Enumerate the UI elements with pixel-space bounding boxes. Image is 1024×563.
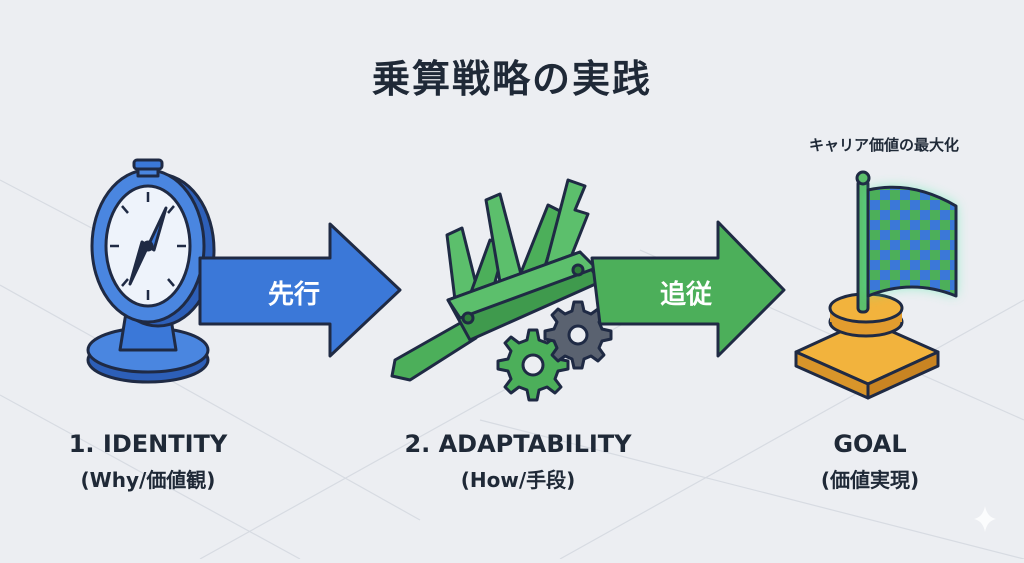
follow-arrow xyxy=(590,220,786,358)
page-title: 乗算戦略の実践 xyxy=(371,57,652,101)
compass-icon xyxy=(86,158,216,384)
goal-caption: キャリア価値の最大化 xyxy=(808,136,959,154)
stage-subtitle: (価値実現) xyxy=(820,468,920,492)
arrow-label-precede: 先行 xyxy=(268,280,321,310)
stage-title: 2. ADAPTABILITY xyxy=(404,430,632,458)
stage-label-goal: GOAL (価値実現) xyxy=(780,430,960,493)
stage-title: GOAL xyxy=(833,430,907,458)
multitool-icon xyxy=(390,178,602,382)
gear-icon xyxy=(543,300,613,370)
stage-title: 1. IDENTITY xyxy=(68,430,228,458)
stage-label-identity: 1. IDENTITY (Why/価値観) xyxy=(48,430,248,493)
sparkle-icon xyxy=(974,506,996,532)
arrow-label-follow: 追従 xyxy=(660,280,713,310)
stage-subtitle: (How/手段) xyxy=(460,468,576,492)
checkered-flag-icon xyxy=(794,170,958,400)
stage-subtitle: (Why/価値観) xyxy=(80,468,216,492)
gear-icon xyxy=(496,328,570,402)
stage-label-adaptability: 2. ADAPTABILITY (How/手段) xyxy=(388,430,648,493)
precede-arrow xyxy=(198,222,402,358)
